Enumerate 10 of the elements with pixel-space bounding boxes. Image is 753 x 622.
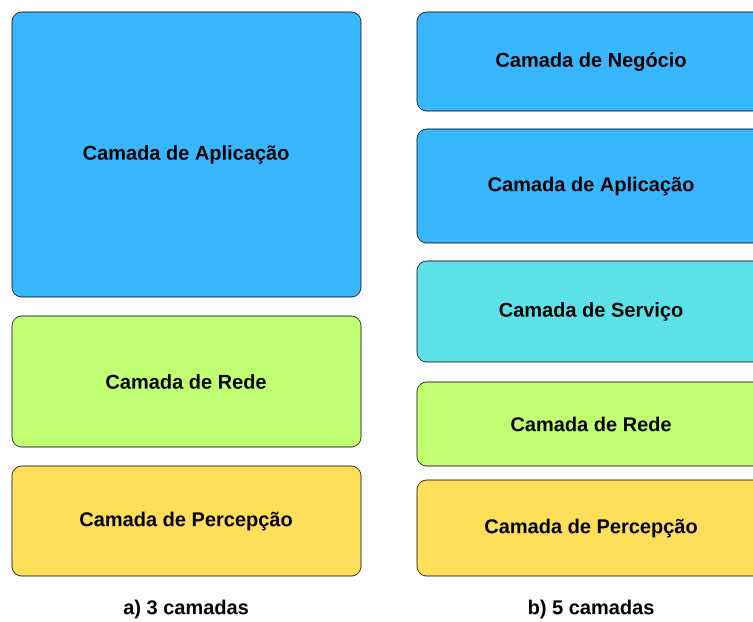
caption: a) 3 camadas: [124, 600, 248, 618]
layer-box: Camada de Aplicação: [416, 128, 753, 244]
layer-box: Camada de Serviço: [416, 260, 753, 362]
layer-box: Camada de Rede: [416, 382, 753, 466]
layer-box: Camada de Percepção: [416, 480, 753, 576]
layer-box: Camada de Percepção: [12, 466, 362, 576]
layer-box: Camada de Aplicação: [12, 12, 362, 298]
layer-box: Camada de Negócio: [416, 12, 753, 112]
caption: b) 5 camadas: [528, 600, 654, 618]
layer-box: Camada de Rede: [12, 316, 362, 448]
